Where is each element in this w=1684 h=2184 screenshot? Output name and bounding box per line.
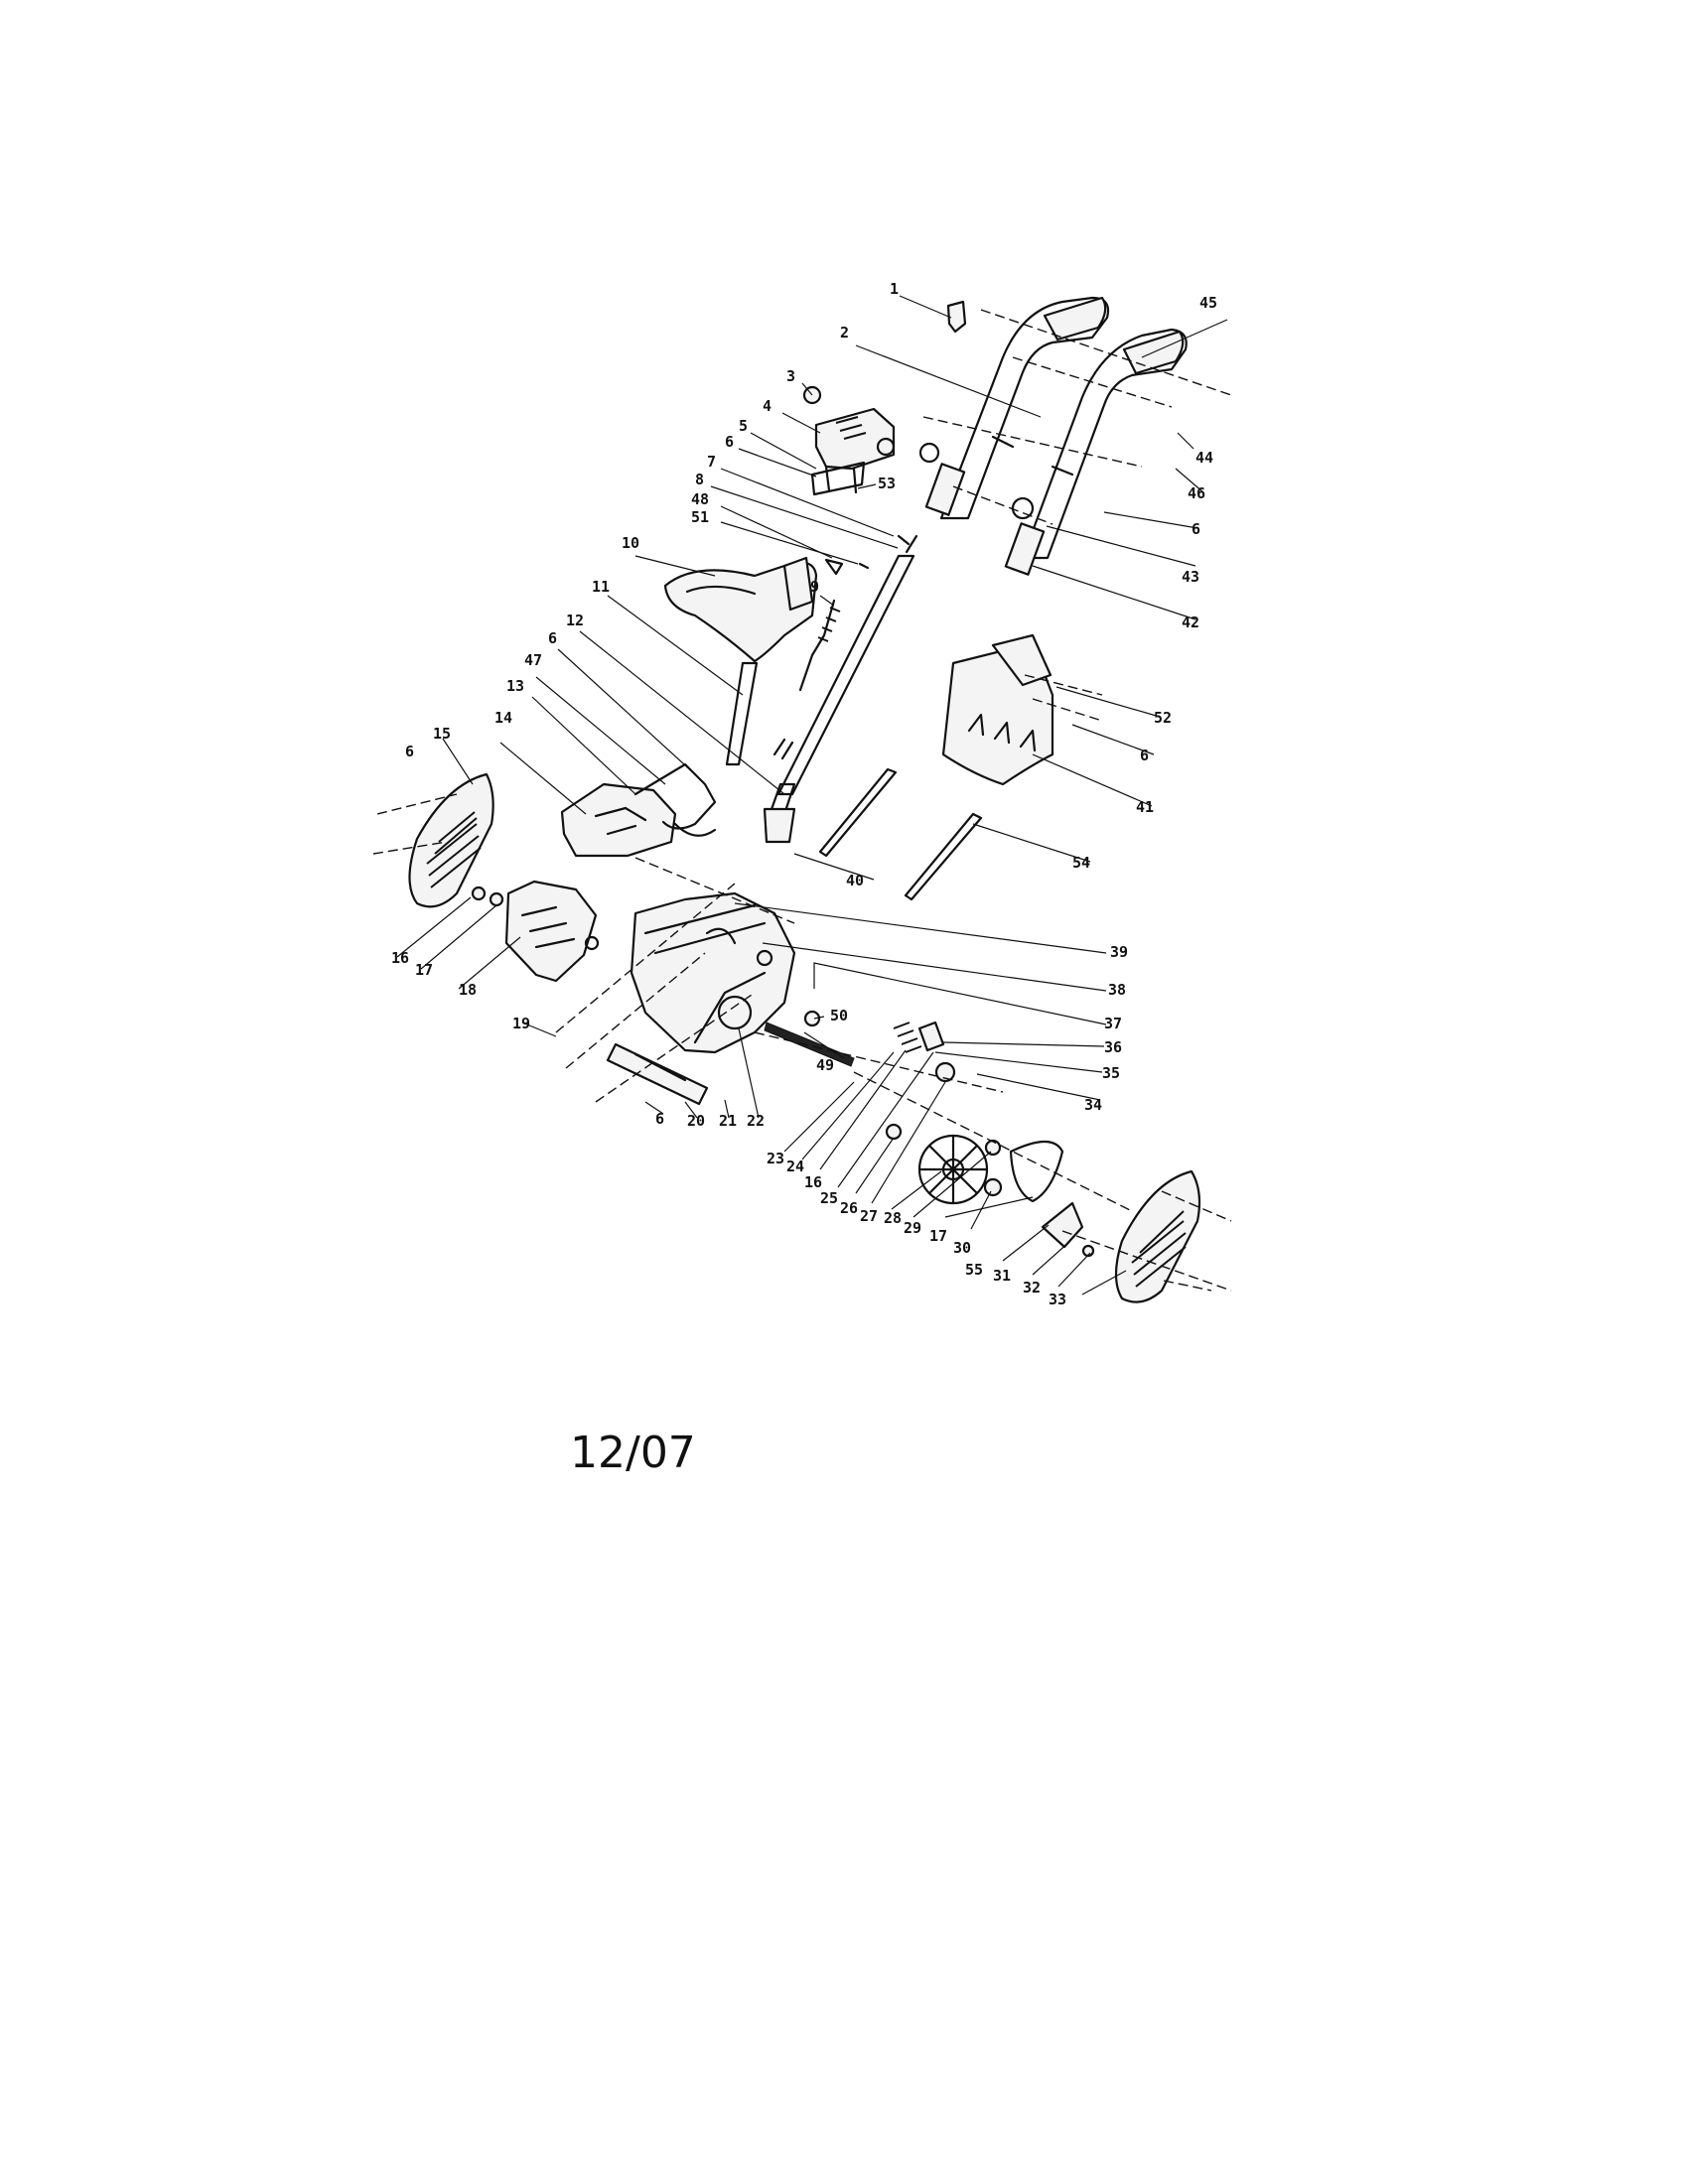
spring-part	[803, 1010, 922, 1053]
callout-17a: 17	[415, 961, 433, 979]
auger-shaft	[764, 1022, 855, 1067]
callout-13: 13	[506, 677, 524, 695]
date-code: 12/07	[570, 1428, 696, 1478]
callout-19: 19	[512, 1015, 530, 1032]
callout-23: 23	[767, 1150, 784, 1167]
rod-40	[818, 767, 898, 858]
callout-35: 35	[1102, 1064, 1120, 1082]
callout-11: 11	[592, 578, 610, 596]
callout-39: 39	[1110, 943, 1128, 961]
callout-46: 46	[1188, 484, 1205, 502]
callout-6f: 6	[655, 1110, 664, 1128]
callout-55: 55	[965, 1261, 983, 1279]
callout-22: 22	[747, 1112, 765, 1130]
callout-33: 33	[1049, 1291, 1066, 1308]
assembly-lines	[372, 309, 1232, 1292]
callout-44: 44	[1195, 449, 1213, 467]
callout-7: 7	[707, 453, 716, 471]
callout-16a: 16	[391, 949, 409, 967]
callout-4: 4	[763, 397, 772, 415]
callout-5: 5	[739, 417, 748, 435]
callout-52: 52	[1154, 709, 1172, 727]
callout-42: 42	[1182, 614, 1199, 631]
rod-part	[725, 661, 759, 766]
callout-6d: 6	[1140, 747, 1149, 764]
callout-38: 38	[1108, 981, 1126, 999]
washer-17-left	[489, 891, 504, 907]
callout-37: 37	[1104, 1015, 1122, 1032]
left-side-cover	[408, 772, 494, 908]
chute-base-13-14	[560, 762, 717, 858]
chute-control-shaft	[763, 534, 918, 844]
bearing-16-left	[471, 886, 487, 901]
callout-51: 51	[691, 508, 709, 526]
callout-45: 45	[1199, 294, 1217, 312]
callout-16b: 16	[804, 1173, 822, 1191]
scraper-bar	[606, 1042, 709, 1106]
belt-tensioner	[917, 1021, 945, 1052]
callout-17b: 17	[929, 1227, 947, 1245]
callout-27: 27	[860, 1207, 878, 1225]
callout-6c: 6	[548, 629, 557, 647]
callout-25: 25	[820, 1189, 838, 1207]
bearing-17-right	[984, 1139, 1002, 1157]
callout-43: 43	[1182, 568, 1199, 586]
callout-labels: 1 2 3 4 5 6 53 7 8 48 51 45 44 46 6 43 4…	[391, 280, 1217, 1308]
callout-29: 29	[904, 1219, 921, 1237]
callout-30: 30	[953, 1239, 971, 1257]
small-fasteners	[824, 558, 870, 576]
callout-10: 10	[622, 534, 639, 552]
callout-20: 20	[687, 1112, 705, 1130]
auger-housing	[630, 891, 796, 1054]
leader-lines	[396, 295, 1228, 1296]
callout-28: 28	[884, 1209, 902, 1227]
callout-9: 9	[810, 578, 819, 596]
rod-54	[904, 812, 983, 901]
callout-49: 49	[816, 1056, 834, 1074]
callout-50: 50	[830, 1007, 848, 1024]
callout-34: 34	[1084, 1096, 1102, 1114]
discharge-chute	[663, 556, 818, 663]
callout-32: 32	[1023, 1279, 1041, 1297]
callout-53: 53	[878, 475, 896, 492]
chute-deflector	[941, 633, 1054, 786]
drive-belt	[1009, 1140, 1064, 1203]
callout-3: 3	[786, 367, 795, 385]
callout-47: 47	[524, 651, 542, 669]
callout-18: 18	[459, 981, 477, 999]
cord-clip	[946, 300, 967, 334]
callout-2: 2	[840, 324, 849, 341]
drive-wheel	[917, 1134, 989, 1205]
scraper-line	[633, 1052, 687, 1082]
callout-21: 21	[719, 1112, 737, 1130]
callout-6b: 6	[1192, 520, 1200, 538]
callout-54: 54	[1072, 854, 1090, 872]
callout-1: 1	[890, 280, 899, 298]
callout-14: 14	[494, 709, 512, 727]
callout-15: 15	[433, 725, 451, 743]
clip-part	[810, 461, 866, 496]
callout-31: 31	[993, 1267, 1011, 1285]
nut-30	[983, 1177, 1003, 1197]
callout-36: 36	[1104, 1038, 1122, 1056]
callout-6a: 6	[725, 433, 734, 451]
callout-12: 12	[566, 612, 584, 629]
callout-6e: 6	[405, 743, 414, 760]
pulley-small	[934, 1061, 956, 1083]
callout-40: 40	[846, 872, 864, 889]
callout-41: 41	[1136, 798, 1154, 816]
upper-handle	[918, 296, 1188, 576]
callout-24: 24	[786, 1158, 804, 1175]
motor-housing	[504, 880, 600, 983]
callout-48: 48	[691, 490, 709, 508]
bracket-31	[1041, 1201, 1084, 1249]
right-side-cover	[1114, 1169, 1201, 1303]
callout-26: 26	[840, 1199, 858, 1217]
bearing-26	[885, 1123, 903, 1141]
switch-housing	[814, 407, 896, 494]
callout-8: 8	[695, 471, 704, 488]
